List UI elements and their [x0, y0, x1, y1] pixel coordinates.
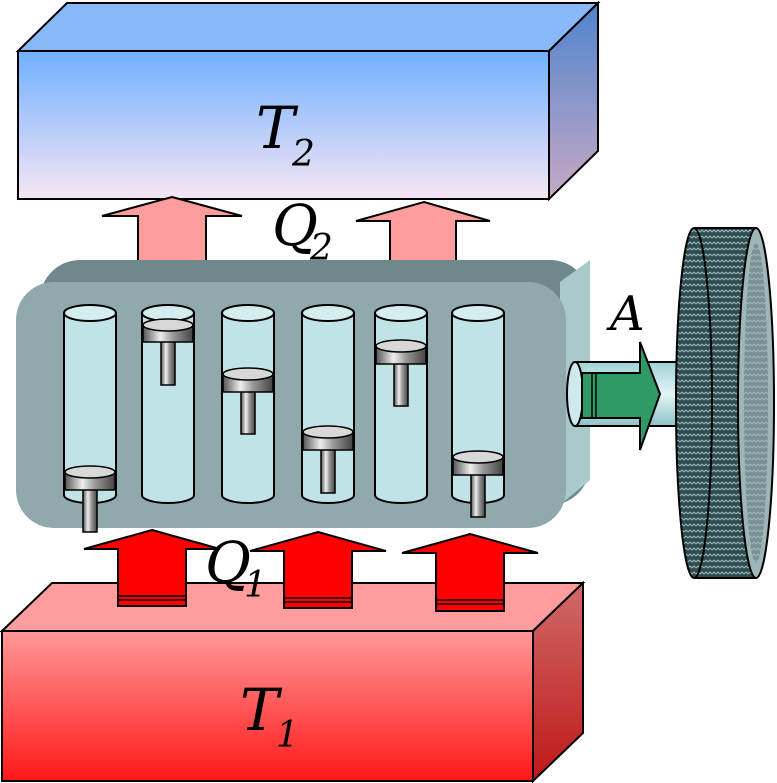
flywheel [675, 227, 775, 579]
cylinder-4 [301, 304, 355, 504]
piston-icon [222, 367, 274, 435]
piston-icon [302, 425, 354, 494]
cold-reservoir-subscript: 2 [291, 134, 315, 175]
upward-arrow-icon [401, 532, 539, 612]
cylinder-1 [63, 304, 117, 533]
piston-icon [452, 450, 504, 518]
hot-reservoir-subscript: 1 [276, 715, 299, 756]
piston-icon [142, 318, 194, 386]
piston-icon [64, 465, 116, 533]
heat-in-arrow-middle [249, 530, 387, 609]
work-output: A [566, 286, 680, 451]
heat-in-arrow-left [83, 528, 221, 607]
hot-reservoir-front-face [1, 630, 534, 782]
heat-out-label-group: Q 2 [272, 194, 333, 269]
upward-arrow-icon [83, 528, 221, 607]
cold-reservoir-top-face [15, 2, 601, 52]
heat-in-label: Q [205, 531, 251, 596]
cold-reservoir-front-face [17, 50, 550, 200]
hot-reservoir: T 1 [0, 580, 586, 783]
upward-arrow-icon [249, 530, 387, 609]
heat-in-arrow-right [401, 532, 539, 612]
cylinder-5 [374, 304, 428, 504]
hot-reservoir-label: T [240, 676, 283, 744]
cylinder-6 [451, 304, 505, 518]
heat-in-subscript: 1 [244, 565, 267, 606]
heat-out-subscript: 2 [309, 228, 333, 269]
cylinder-2 [141, 304, 195, 504]
cylinder-3 [221, 304, 275, 504]
heat-in-label-group: Q 1 [205, 531, 267, 606]
work-arrow-icon [581, 341, 662, 451]
heat-out-label: Q [272, 194, 318, 259]
piston-icon [375, 339, 427, 407]
work-label: A [606, 286, 645, 342]
cold-reservoir: T 2 [15, 0, 601, 202]
cold-reservoir-label: T [256, 94, 299, 162]
